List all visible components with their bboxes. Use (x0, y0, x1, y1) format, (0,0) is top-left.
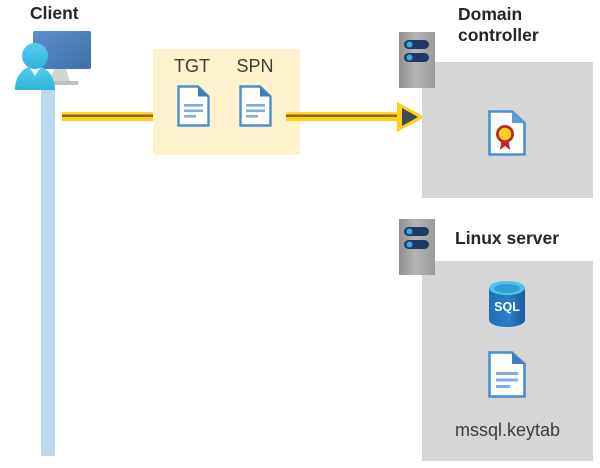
keytab-filename-label: mssql.keytab (454, 420, 561, 440)
arrow-head-icon (396, 101, 426, 133)
domain-controller-server-tower-icon (399, 32, 435, 88)
spn-document-icon (239, 85, 272, 127)
arrow-segment-left (62, 112, 157, 121)
domain-controller-title: Domain controller (458, 4, 539, 45)
sql-database-icon: SQL (485, 279, 529, 329)
keytab-document-icon (488, 351, 526, 398)
linux-server-server-tower-icon (399, 219, 435, 275)
client-computer-icon (6, 28, 94, 91)
client-lifeline (41, 78, 55, 456)
tgt-document-icon (177, 85, 210, 127)
spn-label: SPN (236, 56, 274, 76)
linux-server-title: Linux server (455, 228, 560, 248)
certificate-icon (488, 110, 526, 156)
svg-text:SQL: SQL (494, 300, 520, 314)
arrow-segment-right (286, 112, 404, 121)
client-label: Client (30, 3, 79, 23)
tgt-label: TGT (174, 56, 210, 76)
